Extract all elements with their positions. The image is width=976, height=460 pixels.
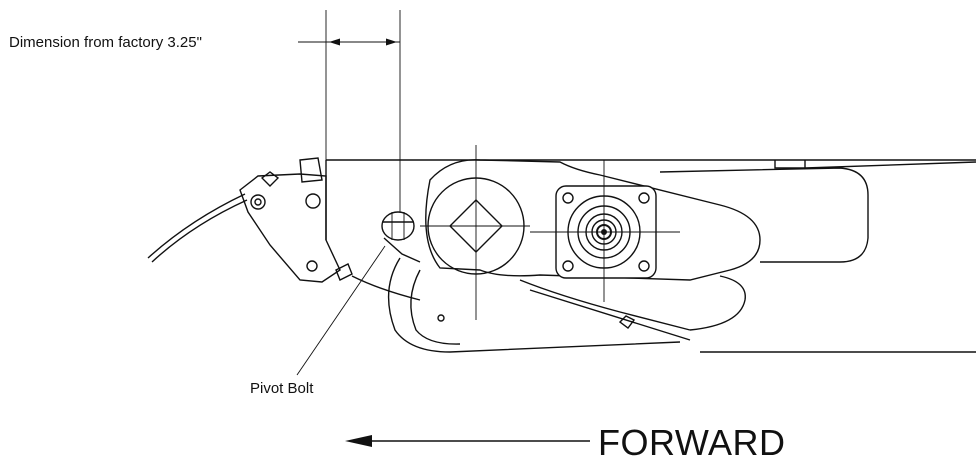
strap-clip	[618, 315, 636, 329]
cable-inner	[151, 199, 248, 263]
bracket-bolt-upper	[250, 194, 266, 210]
pivot-bolt-leader	[296, 245, 386, 376]
lever-arm	[425, 159, 761, 281]
lower-lobe	[689, 275, 746, 331]
bracket-bolt-lower	[306, 260, 318, 272]
flange-bolt-tr	[638, 192, 650, 204]
strap	[519, 279, 691, 331]
dimension-label: Dimension from factory 3.25"	[9, 34, 202, 51]
swing-arm-outer	[387, 257, 681, 353]
frame-notch	[774, 160, 806, 169]
cable-fitting	[335, 263, 353, 281]
cable-outer	[147, 193, 246, 259]
strap-lower	[529, 289, 691, 341]
left-bracket	[239, 173, 341, 283]
bracket-fitting	[299, 157, 323, 183]
swing-arm-hole	[437, 314, 445, 322]
swing-arm-inner	[410, 269, 461, 345]
housing-body	[659, 167, 869, 263]
cable-run	[351, 275, 421, 301]
forward-arrow-head	[345, 435, 372, 447]
bracket-bolt-upper-center	[254, 198, 262, 206]
bracket-bolt-right	[305, 193, 321, 209]
pivot-bolt-shank	[383, 237, 421, 263]
bracket-nut	[260, 171, 280, 187]
pivot-bolt-head	[381, 211, 415, 241]
pivot-bolt-label: Pivot Bolt	[250, 380, 314, 397]
forward-label: FORWARD	[598, 422, 786, 460]
housing-top-line	[804, 161, 976, 169]
flange-bolt-br	[638, 260, 650, 272]
flange-bolt-tl	[562, 192, 574, 204]
dimension-arrow-right	[386, 38, 397, 46]
flange-bolt-bl	[562, 260, 574, 272]
dimension-arrow-left	[329, 38, 340, 46]
